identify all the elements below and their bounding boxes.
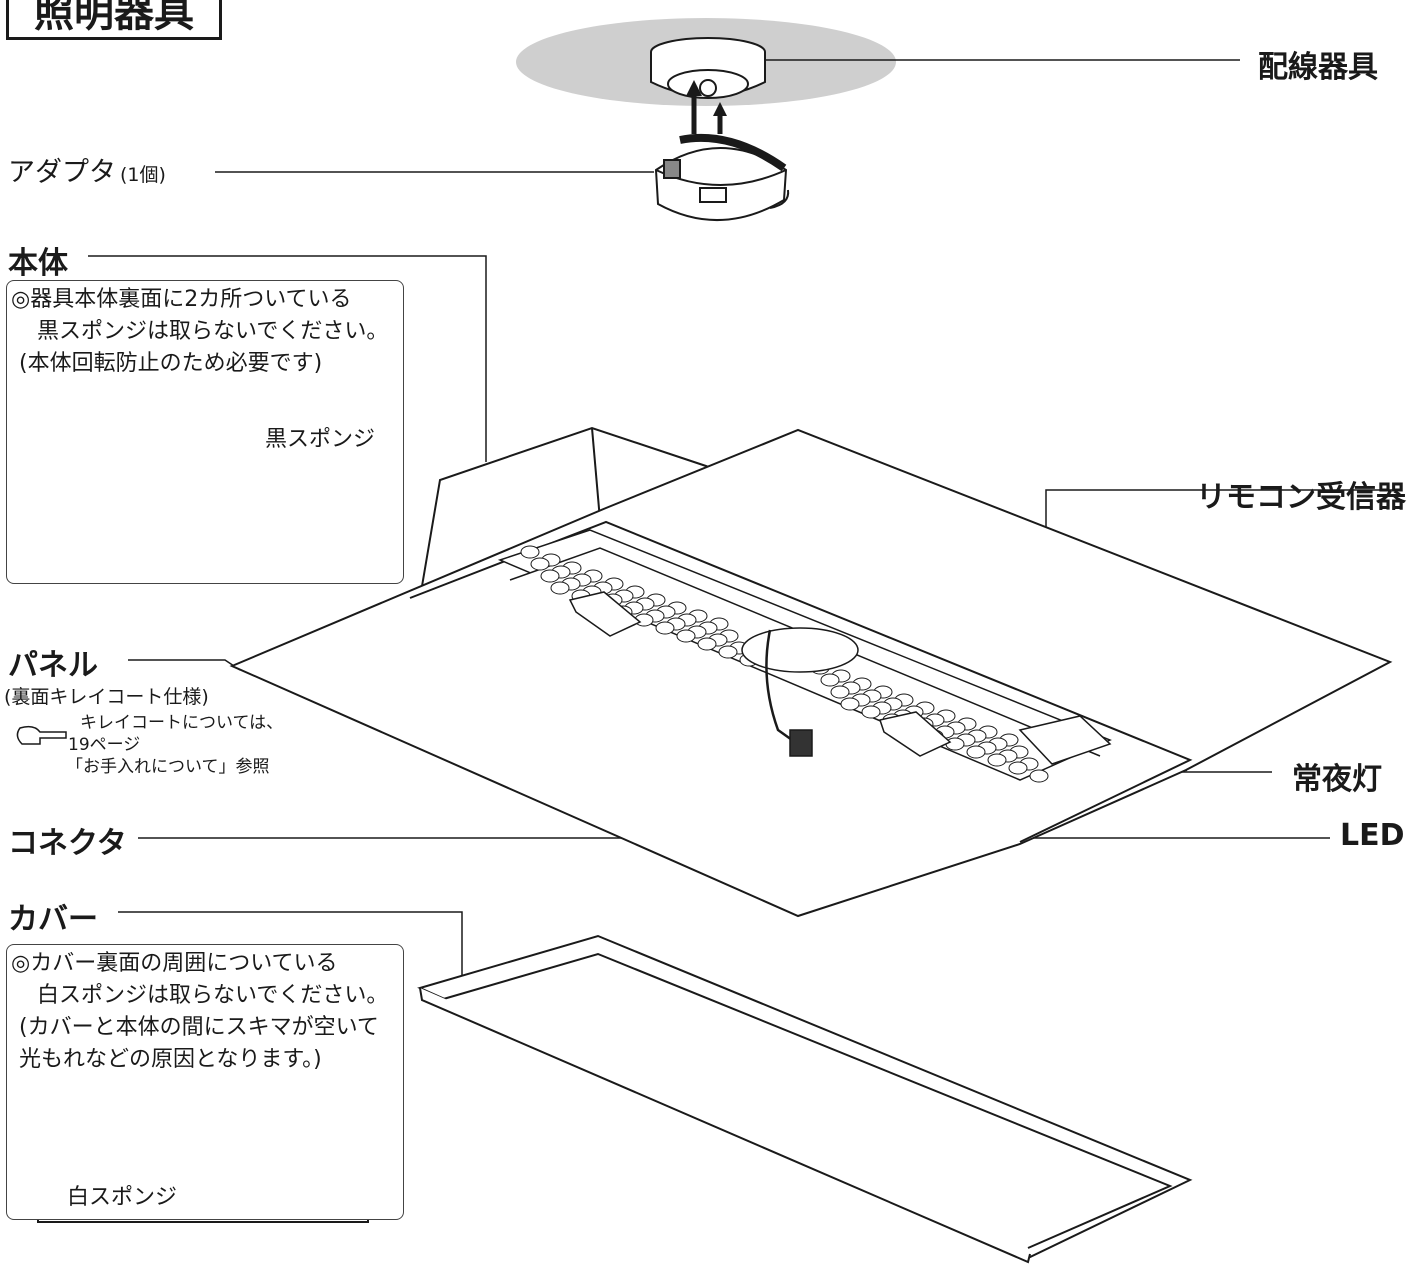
led-chip: [840, 697, 860, 711]
cover-note-line-1: ◎カバー裏面の周囲についている: [11, 951, 338, 976]
cover-note-line-3: (カバーと本体の間にスキマが空いて: [19, 1015, 379, 1040]
connector: [765, 629, 813, 757]
led-chips: [520, 545, 1049, 783]
led-chip: [697, 637, 717, 651]
led-chip: [655, 621, 675, 635]
led-chip: [550, 581, 570, 595]
remote-receiver: [1018, 715, 1112, 765]
label-connector: コネクタ: [8, 826, 127, 861]
body-note-line-3: (本体回転防止のため必要です): [19, 351, 323, 376]
panel-ref-line-3: 「お手入れについて」参照: [66, 757, 270, 777]
pointing-hand-icon: [16, 725, 67, 745]
label-adapter-qty: (1個): [120, 164, 166, 186]
label-cover: カバー: [8, 902, 98, 937]
led-chip: [540, 569, 560, 583]
led-chip: [966, 745, 986, 759]
body-note-line-1: ◎器具本体裏面に2カ所ついている: [11, 287, 352, 312]
label-panel-sub: (裏面キレイコート仕様): [4, 686, 209, 708]
led-chip: [1008, 761, 1028, 775]
led-chip: [820, 673, 840, 687]
body-note-line-2: 黒スポンジは取らないでください。: [37, 319, 389, 344]
body-note-box: ◎器具本体裏面に2カ所ついている 黒スポンジは取らないでください。 (本体回転防…: [6, 280, 404, 584]
led-chip: [861, 705, 881, 719]
black-sponge-callout: 黒スポンジ: [265, 427, 376, 452]
adapter: [654, 133, 790, 221]
led-chip: [1029, 769, 1049, 783]
label-panel: パネル: [8, 648, 98, 683]
label-wiring-device: 配線器具: [1258, 50, 1378, 85]
white-sponge-callout: 白スポンジ: [67, 1185, 178, 1210]
cover: [417, 934, 1193, 1264]
panel-ref-line-2: 19ページ: [68, 735, 141, 755]
cover-note-line-2: 白スポンジは取らないでください。: [37, 983, 389, 1008]
label-adapter: アダプタ: [8, 157, 116, 188]
install-arrows: [686, 80, 727, 134]
led-chip: [945, 737, 965, 751]
center-disc: [741, 627, 859, 673]
label-remote-receiver: リモコン受信器: [1196, 480, 1406, 515]
led-chip: [520, 545, 540, 559]
cover-note-line-4: 光もれなどの原因となります。): [19, 1047, 322, 1072]
led-chip: [718, 645, 738, 659]
cover-note-box: ◎カバー裏面の周囲についている 白スポンジは取らないでください。 (カバーと本体…: [6, 944, 404, 1220]
led-chip: [830, 685, 850, 699]
led-chip: [676, 629, 696, 643]
label-night-light: 常夜灯: [1292, 762, 1382, 797]
label-body: 本体: [8, 246, 68, 281]
led-chip: [987, 753, 1007, 767]
panel-ref-line-1: キレイコートについては、: [80, 713, 284, 733]
wiring-device: [650, 37, 766, 99]
led-chip: [530, 557, 550, 571]
page-title: 照明器具: [6, 0, 222, 40]
brackets: [568, 591, 952, 757]
label-led: LED: [1340, 818, 1405, 853]
